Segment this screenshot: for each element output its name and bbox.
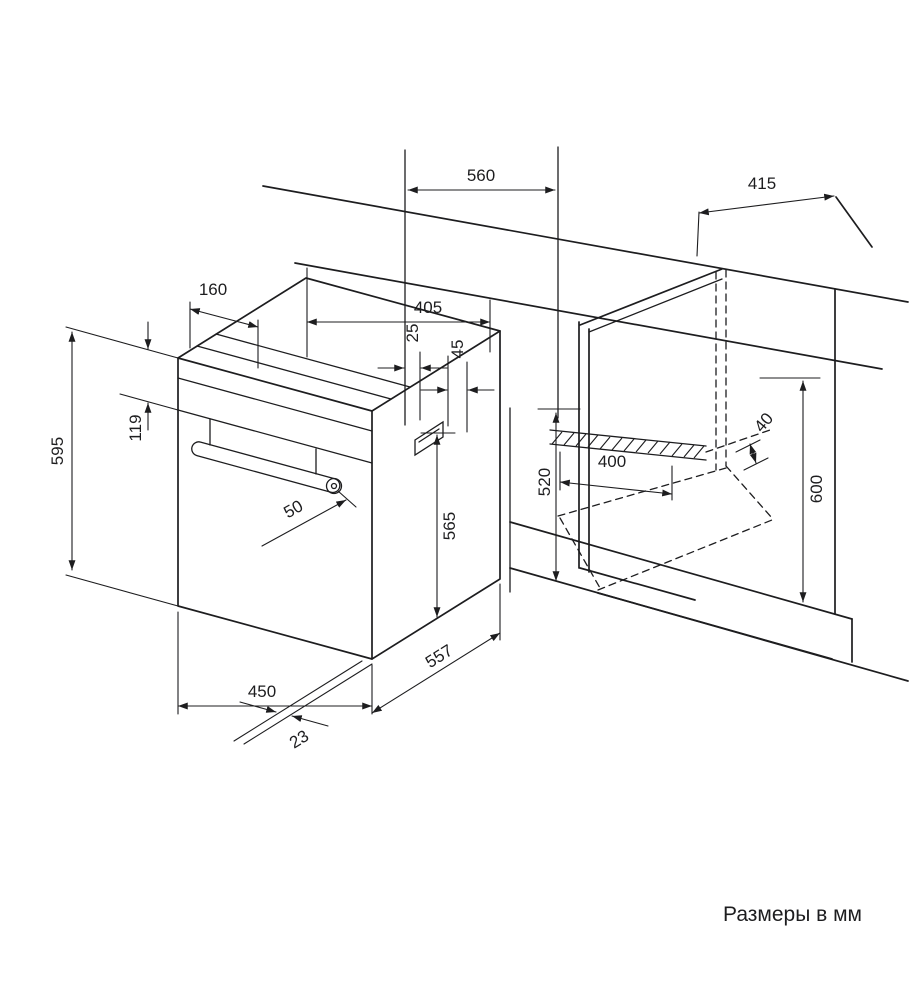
dimension-560: 560 [407,166,556,194]
dim-23-label: 23 [286,726,312,752]
dim-50-label: 50 [280,496,306,522]
dim-595-label: 595 [48,437,67,465]
dim-450-label: 450 [248,682,276,701]
hidden-edges [557,269,773,591]
dim-557-label: 557 [422,641,456,672]
dim-45-label: 45 [448,340,467,359]
dimension-400: 400 [559,451,673,501]
dim-520-label: 520 [535,468,554,496]
dim-415-label: 415 [748,174,776,193]
dimension-600: 600 [759,377,826,603]
dim-119-label: 119 [126,414,145,441]
dim-400-label: 400 [598,452,626,471]
dimension-119: 119 [119,321,179,442]
dimension-25: 25 [377,324,448,421]
dimension-520: 520 [535,408,581,582]
dimension-160: 160 [189,280,259,369]
dim-25-label: 25 [403,324,422,343]
dimension-45: 45 [420,340,495,433]
dim-560-label: 560 [467,166,495,185]
vent-slot [414,420,444,457]
cabinet-niche [509,268,909,682]
dimension-450: 450 [177,611,373,715]
dimension-557: 557 [371,583,501,714]
units-caption: Размеры в мм [723,903,862,926]
dimension-50: 50 [261,490,357,547]
dimension-595: 595 [48,326,179,607]
dim-160-label: 160 [199,280,227,299]
dimension-405: 405 [306,267,491,358]
dimension-415: 415 [696,174,835,257]
dim-405-label: 405 [414,298,442,317]
oven-handle [191,418,343,495]
dim-565-label: 565 [440,512,459,540]
dim-40-label: 40 [750,409,777,436]
oven-drawing [177,277,501,660]
dim-600-label: 600 [807,475,826,503]
dimension-23: 23 [233,660,373,752]
hatched-rail [549,429,707,461]
countertop-lines [262,146,909,615]
dimension-565: 565 [420,432,459,618]
